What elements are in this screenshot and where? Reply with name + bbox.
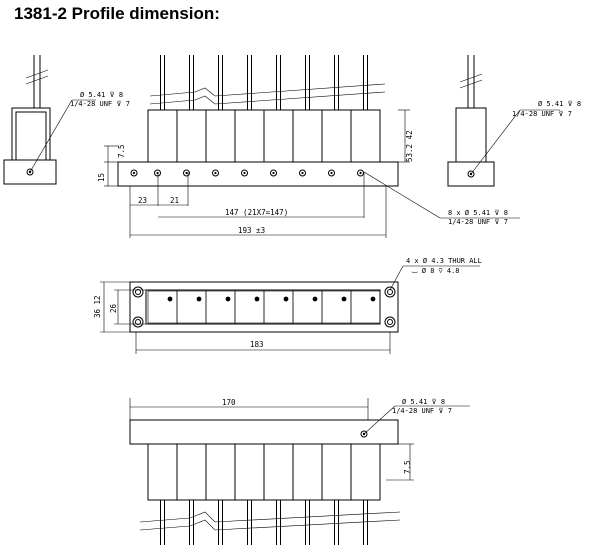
corner-hole-inner	[135, 319, 141, 325]
mount-hole-center	[330, 171, 333, 175]
dim-height-total: 53.2 42	[405, 130, 414, 162]
mount-hole-center	[214, 171, 217, 175]
dim-36: 36 12	[93, 295, 102, 318]
mount-hole-icon	[241, 169, 248, 177]
corner-hole-icon	[384, 316, 396, 328]
cell-bottom	[263, 443, 294, 501]
cell-bottom	[292, 443, 323, 501]
mount-hole-center	[185, 171, 188, 175]
dim-26: 26	[109, 303, 118, 313]
dim-183: 183	[250, 340, 264, 349]
cell-bottom	[176, 443, 207, 501]
dim-21: 21	[170, 196, 179, 205]
cell-dot-icon	[312, 296, 318, 302]
cell-top	[234, 109, 265, 163]
mount-hole-icon	[357, 169, 364, 177]
cell-bottom	[321, 443, 352, 501]
cell-top-view	[350, 290, 381, 324]
corner-hole-inner	[387, 319, 393, 325]
cell-top	[263, 109, 294, 163]
corner-hole-icon	[132, 316, 144, 328]
hole-callout-b1: Ø 5.41 ⊽ 8	[538, 100, 581, 108]
front-view: 53.2 42 7.5 15 23 21 147 (21X7=147) 193 …	[97, 55, 520, 238]
mount-hole-icon	[212, 169, 219, 177]
mount-hole-center	[272, 171, 275, 175]
hole-callout-c1: Ø 5.41 ⊽ 8	[402, 398, 445, 406]
cell-top	[350, 109, 381, 163]
thru-callout-2: ⌴ Ø 8 ⊽ 4.8	[412, 267, 460, 275]
cell-dot-icon	[196, 296, 202, 302]
left-side-view: Ø 5.41 ⊽ 8 1/4-28 UNF ⊽ 7	[3, 55, 130, 185]
hole-callout-c2: 1/4-28 UNF ⊽ 7	[392, 407, 452, 415]
holes8-callout-2: 1/4-28 UNF ⊽ 7	[448, 218, 508, 226]
right-side-view: Ø 5.41 ⊽ 8 1/4-28 UNF ⊽ 7	[447, 55, 581, 187]
cell-top	[176, 109, 207, 163]
mount-hole-icon	[130, 169, 138, 177]
hole-callout-a1: Ø 5.41 ⊽ 8	[80, 91, 123, 99]
cell-dot-icon	[254, 296, 260, 302]
cell-bottom	[205, 443, 236, 501]
corner-hole-inner	[135, 289, 141, 295]
cell-dot-icon	[167, 296, 173, 302]
hole-callout-a2: 1/4-28 UNF ⊽ 7	[70, 100, 130, 108]
cell-bottom	[350, 443, 381, 501]
dim-147: 147 (21X7=147)	[225, 208, 288, 217]
cell-bottom	[147, 443, 178, 501]
dim-7-5-left: 7.5	[117, 144, 126, 158]
dim-170: 170	[222, 398, 236, 407]
mount-hole-icon	[183, 169, 190, 177]
corner-hole-icon	[384, 286, 396, 298]
thru-callout-1: 4 x Ø 4.3 THUR ALL	[406, 257, 482, 265]
cell-top	[321, 109, 352, 163]
cell-dot-icon	[370, 296, 376, 302]
dim-7-5-bottom: 7.5	[403, 460, 412, 474]
bottom-view: 170 Ø 5.41 ⊽ 8 1/4-28 UNF ⊽ 7 7.5	[129, 398, 470, 545]
mount-hole-center	[301, 171, 304, 175]
cell-dot-icon	[225, 296, 231, 302]
mount-hole-icon	[154, 169, 161, 177]
dim-15: 15	[97, 173, 106, 182]
dim-193: 193 ±3	[238, 226, 265, 235]
mount-hole-icon	[299, 169, 306, 177]
corner-hole-icon	[132, 286, 144, 298]
cell-top	[147, 109, 178, 163]
dim-23: 23	[138, 196, 147, 205]
cell-top	[292, 109, 323, 163]
page-title: 1381-2 Profile dimension:	[14, 4, 220, 23]
cell-top	[205, 109, 236, 163]
mount-hole-center	[359, 171, 362, 175]
mount-hole-center	[132, 171, 136, 175]
mount-hole-icon	[328, 169, 335, 177]
cell-bottom	[234, 443, 265, 501]
hole-callout-b2: 1/4-28 UNF ⊽ 7	[512, 110, 572, 118]
cell-dot-icon	[283, 296, 289, 302]
cell-dot-icon	[341, 296, 347, 302]
mount-hole-icon	[270, 169, 277, 177]
top-view: 36 12 26 183 4 x Ø 4.3 THUR ALL ⌴ Ø 8 ⊽ …	[93, 257, 482, 354]
mount-hole-center	[243, 171, 246, 175]
holes8-callout-1: 8 x Ø 5.41 ⊽ 8	[448, 209, 508, 217]
